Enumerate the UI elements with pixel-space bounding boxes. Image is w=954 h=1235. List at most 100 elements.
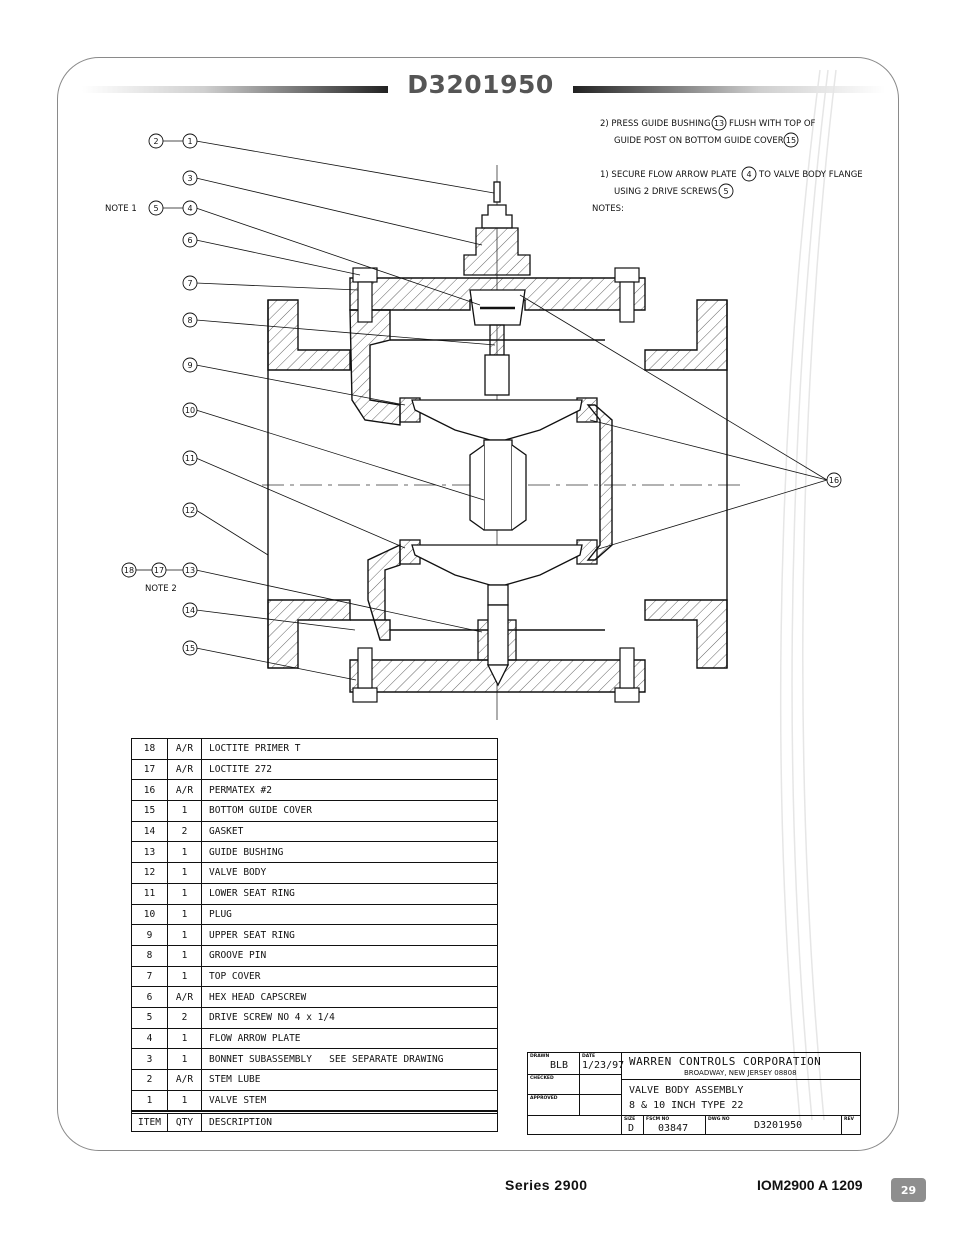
rev-label: REV	[844, 1117, 855, 1122]
fscm-value: 03847	[658, 1123, 689, 1134]
bom-qty: 1	[168, 842, 202, 863]
fscm-label: FSCM NO	[646, 1117, 670, 1122]
callout-5: 5	[153, 204, 158, 213]
drawn-by: BLB	[550, 1060, 569, 1071]
bom-description: GASKET	[209, 826, 244, 838]
bom-item: 4	[132, 1028, 168, 1049]
bom-qty: A/R	[168, 739, 202, 759]
callout-18: 18	[124, 566, 134, 575]
bom-description: GROOVE PIN	[209, 950, 267, 962]
callout-9: 9	[187, 361, 192, 370]
note-1-label: NOTE 1	[105, 204, 137, 214]
title-rule-left	[82, 86, 388, 93]
bom-item: 12	[132, 863, 168, 883]
footer-series: Series 2900	[505, 1177, 588, 1193]
bom-item: 14	[132, 821, 168, 842]
bom-qty: 1	[168, 1090, 202, 1111]
dwg-no-value: D3201950	[754, 1120, 803, 1131]
bom-qty: 1	[168, 1049, 202, 1069]
date-label: DATE	[582, 1054, 596, 1059]
note-1-line2: USING 2 DRIVE SCREWS	[614, 187, 717, 197]
callout-10: 10	[185, 406, 195, 415]
bom-description: LOCTITE PRIMER T	[209, 743, 301, 755]
callout-7: 7	[187, 279, 192, 288]
callout-3: 3	[187, 174, 192, 183]
bom-header-qty: QTY	[168, 1114, 202, 1132]
callout-4: 4	[187, 204, 192, 213]
bom-description: DRIVE SCREW NO 4 x 1/4	[209, 1012, 335, 1024]
note-1-line1b: TO VALVE BODY FLANGE	[758, 170, 863, 180]
bom-qty: 1	[168, 883, 202, 904]
bom-qty: 1	[168, 925, 202, 945]
bom-description: GUIDE BUSHING	[209, 846, 284, 858]
bom-qty: A/R	[168, 987, 202, 1007]
bom-qty: 2	[168, 821, 202, 842]
note-1-line2-ref: 5	[723, 187, 728, 196]
bom-item: 15	[132, 801, 168, 821]
dwg-no-label: DWG NO	[708, 1117, 730, 1122]
bom-description: LOCTITE 272	[209, 764, 272, 776]
callout-6: 6	[187, 236, 192, 245]
note-1-ref: 4	[746, 170, 751, 179]
bom-description: UPPER SEAT RING	[209, 929, 295, 941]
bom-item: 18	[132, 739, 168, 759]
bom-qty: 1	[168, 863, 202, 883]
bom-description: FLOW ARROW PLATE	[209, 1032, 301, 1044]
bom-description: PERMATEX #2	[209, 784, 272, 796]
bom-item: 10	[132, 904, 168, 925]
bom-item: 9	[132, 925, 168, 945]
bom-item: 11	[132, 883, 168, 904]
page-frame	[57, 57, 899, 1151]
plug-and-seats	[399, 397, 598, 687]
bom-description: VALVE STEM	[209, 1095, 267, 1107]
bom-item: 2	[132, 1070, 168, 1090]
bom-item: 16	[132, 780, 168, 801]
callout-15: 15	[185, 644, 195, 653]
bom-description: TOP COVER	[209, 970, 261, 982]
bom-header-description: DESCRIPTION	[209, 1117, 272, 1129]
note-1-line1a: 1) SECURE FLOW ARROW PLATE	[600, 170, 737, 180]
company-address: BROADWAY, NEW JERSEY 08808	[684, 1069, 797, 1077]
bom-qty: 1	[168, 1028, 202, 1049]
note-2-ref: 13	[714, 119, 724, 128]
size-value: D	[628, 1123, 635, 1134]
bom-qty: A/R	[168, 780, 202, 801]
bom-item: 7	[132, 966, 168, 987]
bonnet-subassembly	[463, 181, 531, 396]
callout-12: 12	[185, 506, 195, 515]
bom-description: BOTTOM GUIDE COVER	[209, 805, 312, 817]
callout-numbers: 2 1 3 5 4 6 7 8 9 10 11 12 18 17 13 14 1…	[105, 137, 839, 653]
callout-1: 1	[187, 137, 192, 146]
leader-lines	[136, 140, 828, 681]
callout-14: 14	[185, 606, 195, 615]
bom-description: BONNET SUBASSEMBLY SEE SEPARATE DRAWING	[209, 1053, 444, 1065]
callout-11: 11	[185, 454, 195, 463]
notes-block: 2) PRESS GUIDE BUSHING 13 FLUSH WITH TOP…	[592, 115, 863, 214]
bom-qty: 1	[168, 801, 202, 821]
page-number: 29	[891, 1178, 926, 1202]
drawing-title: D3201950	[407, 70, 554, 99]
bom-qty: A/R	[168, 1070, 202, 1090]
bom-description: STEM LUBE	[209, 1074, 261, 1086]
bom-qty: 1	[168, 945, 202, 966]
note-2-line2: GUIDE POST ON BOTTOM GUIDE COVER	[614, 136, 784, 146]
decorative-swoosh	[779, 69, 837, 1121]
bom-item: 17	[132, 759, 168, 780]
bom-header-item: ITEM	[132, 1114, 168, 1132]
approved-label: APPROVED	[530, 1096, 558, 1101]
